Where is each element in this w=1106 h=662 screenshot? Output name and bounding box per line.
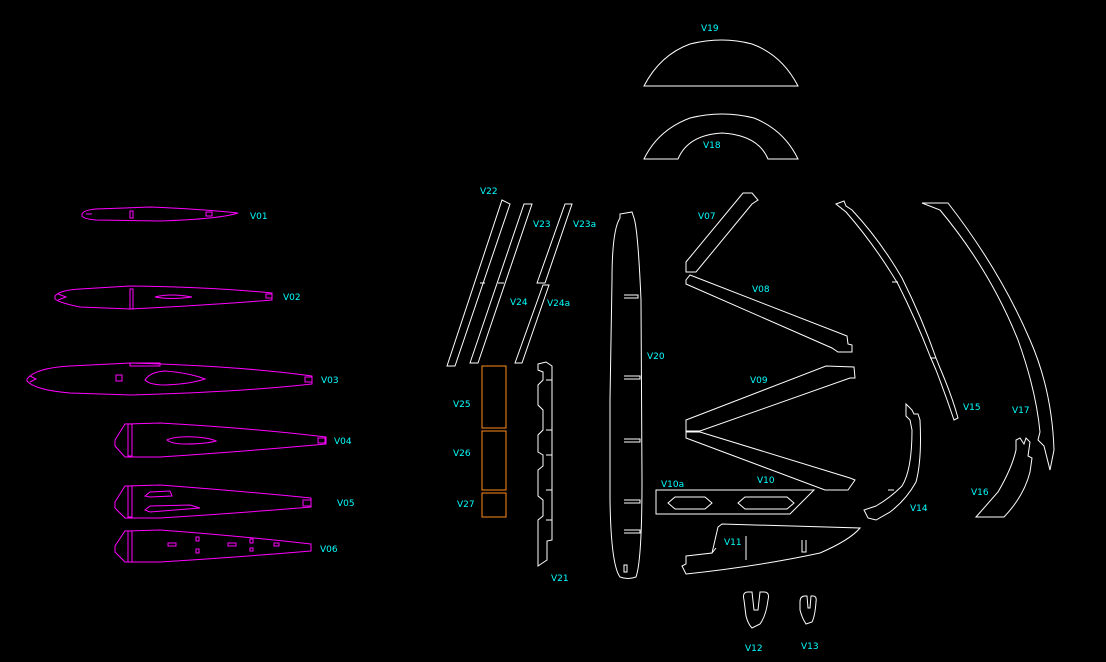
label-v11: V11 bbox=[724, 538, 742, 548]
part-v23 bbox=[469, 203, 533, 364]
part-v05 bbox=[114, 484, 312, 519]
label-v14: V14 bbox=[910, 504, 928, 514]
label-v26: V26 bbox=[453, 449, 471, 459]
part-v21 bbox=[537, 361, 553, 567]
label-v12: V12 bbox=[745, 644, 763, 654]
part-v26 bbox=[481, 430, 507, 491]
label-v10: V10 bbox=[757, 476, 775, 486]
part-v18 bbox=[643, 113, 799, 160]
blocks-group bbox=[481, 365, 507, 518]
wing-ribs-group bbox=[26, 206, 327, 563]
part-v07 bbox=[685, 192, 759, 273]
part-v17 bbox=[921, 202, 1055, 471]
label-v23: V23 bbox=[533, 220, 551, 230]
part-v04 bbox=[114, 422, 327, 458]
label-v20: V20 bbox=[647, 352, 665, 362]
label-v08: V08 bbox=[752, 285, 770, 295]
label-v22: V22 bbox=[480, 187, 498, 197]
part-v13 bbox=[799, 595, 817, 625]
part-v27 bbox=[481, 492, 507, 518]
part-v02 bbox=[54, 285, 273, 310]
part-v01 bbox=[81, 206, 239, 222]
label-v02: V02 bbox=[283, 293, 301, 303]
label-v06: V06 bbox=[320, 545, 338, 555]
part-v19 bbox=[643, 39, 799, 87]
label-v17: V17 bbox=[1012, 406, 1030, 416]
part-v12 bbox=[743, 591, 769, 629]
part-v15 bbox=[835, 200, 959, 421]
label-v19: V19 bbox=[701, 24, 719, 34]
label-v25: V25 bbox=[453, 400, 471, 410]
part-v06 bbox=[114, 529, 312, 563]
label-v24a: V24a bbox=[547, 299, 570, 309]
label-v03: V03 bbox=[321, 376, 339, 386]
label-v05: V05 bbox=[337, 499, 355, 509]
part-v14 bbox=[863, 402, 921, 521]
label-v27: V27 bbox=[457, 500, 475, 510]
label-v07: V07 bbox=[698, 212, 716, 222]
label-v15: V15 bbox=[963, 403, 981, 413]
part-v24a bbox=[514, 284, 550, 364]
part-v25 bbox=[481, 365, 507, 429]
label-v10a: V10a bbox=[661, 480, 684, 490]
fuselage-parts-group bbox=[446, 39, 1055, 629]
part-v16 bbox=[974, 437, 1033, 518]
label-v01: V01 bbox=[250, 212, 268, 222]
part-v22 bbox=[446, 199, 511, 367]
label-v16: V16 bbox=[971, 488, 989, 498]
part-v08 bbox=[685, 274, 853, 353]
label-v09: V09 bbox=[750, 376, 768, 386]
part-v03 bbox=[26, 362, 313, 396]
labels-group: V19 V18 V01 V02 V03 V04 V05 V06 V22 V23 … bbox=[250, 24, 1030, 654]
part-v10 bbox=[655, 431, 856, 515]
label-v24: V24 bbox=[510, 298, 528, 308]
part-v23a bbox=[536, 203, 573, 284]
label-v23a: V23a bbox=[573, 220, 596, 230]
label-v21: V21 bbox=[551, 574, 569, 584]
label-v13: V13 bbox=[801, 642, 819, 652]
part-v11 bbox=[681, 523, 862, 575]
label-v04: V04 bbox=[334, 437, 352, 447]
label-v18: V18 bbox=[703, 141, 721, 151]
part-v20 bbox=[609, 211, 643, 579]
part-v09 bbox=[685, 365, 856, 432]
